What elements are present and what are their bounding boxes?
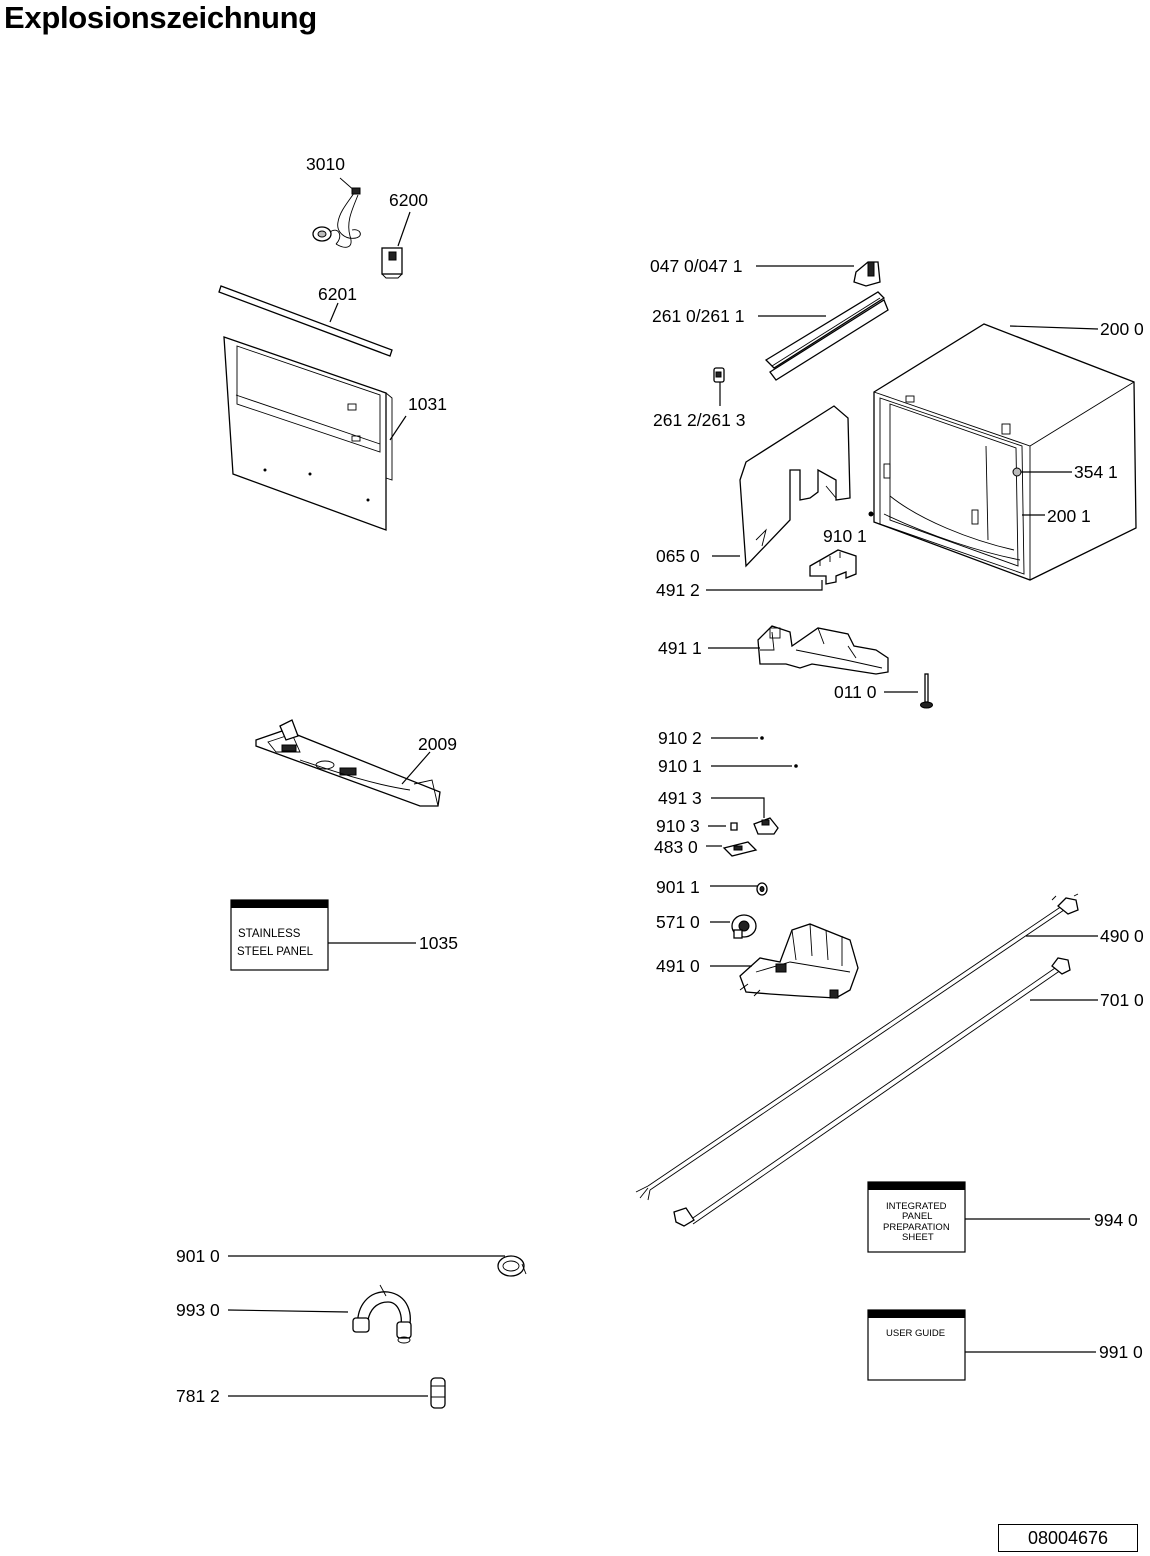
part-9101-screw-lower <box>711 764 798 768</box>
part-1031-front-panel <box>223 336 407 531</box>
part-9930-hose-bend <box>227 1284 412 1344</box>
label-4912: 491 2 <box>656 580 700 600</box>
doc-1035-stainless-steel-panel: STAINLESS STEEL PANEL <box>230 899 416 971</box>
label-9930: 993 0 <box>176 1300 220 1320</box>
label-9940: 994 0 <box>1094 1210 1138 1230</box>
label-4910: 491 0 <box>656 956 700 976</box>
part-0650-insulation <box>712 405 851 568</box>
doc-9910-user-guide: USER GUIDE <box>867 1309 1096 1381</box>
label-0470: 047 0/047 1 <box>650 256 742 276</box>
doc-9940-line3: PREPARATION <box>883 1222 950 1233</box>
label-9010: 901 0 <box>176 1246 220 1266</box>
part-4913-latch <box>711 797 779 835</box>
part-0470-hinge <box>756 261 881 287</box>
doc-9940-integrated-panel-sheet: INTEGRATED PANEL PREPARATION SHEET <box>867 1181 1090 1253</box>
label-9102: 910 2 <box>658 728 702 748</box>
label-9103: 910 3 <box>656 816 700 836</box>
part-2610-rail <box>758 291 889 381</box>
part-9103-screw <box>708 822 738 831</box>
part-9011-clip <box>710 882 768 896</box>
part-6200-switch <box>381 211 411 279</box>
label-7010: 701 0 <box>1100 990 1144 1010</box>
part-7010-inlet-hose <box>673 957 1098 1227</box>
label-3010: 3010 <box>306 154 345 174</box>
part-3010-wiring-harness <box>312 177 361 248</box>
part-6201-strip <box>218 285 393 357</box>
doc-9940-line4: SHEET <box>902 1232 934 1243</box>
part-4912-bracket <box>706 549 857 591</box>
label-6200: 6200 <box>389 190 428 210</box>
label-7812: 781 2 <box>176 1386 220 1406</box>
part-4830-plate <box>706 841 758 857</box>
part-9101-screw-upper <box>868 511 874 517</box>
part-2612-clip <box>713 367 725 406</box>
part-9102-screw <box>711 736 764 740</box>
part-4910-base-housing <box>710 923 859 999</box>
label-4913: 491 3 <box>658 788 702 808</box>
part-5710-valve <box>710 914 757 939</box>
doc-1035-line1: STAINLESS <box>238 928 301 940</box>
label-2610: 261 0/261 1 <box>652 306 744 326</box>
doc-9910-title: USER GUIDE <box>886 1328 945 1339</box>
label-9101-upper: 910 1 <box>823 526 867 546</box>
label-1035: 1035 <box>419 933 458 953</box>
label-3541: 354 1 <box>1074 462 1118 482</box>
label-6201: 6201 <box>318 284 357 304</box>
label-2612: 261 2/261 3 <box>653 410 745 430</box>
part-0110-leveling-foot <box>884 673 933 709</box>
page-title: Explosionszeichnung <box>4 0 317 35</box>
doc-9940-line2: PANEL <box>902 1211 932 1222</box>
label-4900: 490 0 <box>1100 926 1144 946</box>
label-9101-lower: 910 1 <box>658 756 702 776</box>
part-7812-connector <box>228 1377 446 1409</box>
part-9010-hose-clamp <box>228 1255 527 1277</box>
label-5710: 571 0 <box>656 912 700 932</box>
label-0650: 065 0 <box>656 546 700 566</box>
label-1031: 1031 <box>408 394 447 414</box>
part-4911-housing <box>708 625 889 675</box>
doc-9940-line1: INTEGRATED <box>886 1201 947 1212</box>
label-2009: 2009 <box>418 734 457 754</box>
label-4830: 483 0 <box>654 837 698 857</box>
part-4900-power-cable <box>635 893 1098 1201</box>
label-0110: 011 0 <box>834 682 877 702</box>
label-2001: 200 1 <box>1047 506 1091 526</box>
part-3541-fitting <box>1012 467 1072 477</box>
label-9910: 991 0 <box>1099 1342 1143 1362</box>
part-2000-cabinet-tub <box>873 323 1137 581</box>
label-4911: 491 1 <box>658 638 702 658</box>
document-number: 08004676 <box>998 1524 1138 1552</box>
label-2000: 200 0 <box>1100 319 1144 339</box>
label-9011: 901 1 <box>656 877 700 897</box>
part-2009-base-tray <box>255 719 441 807</box>
doc-1035-line2: STEEL PANEL <box>237 946 314 958</box>
